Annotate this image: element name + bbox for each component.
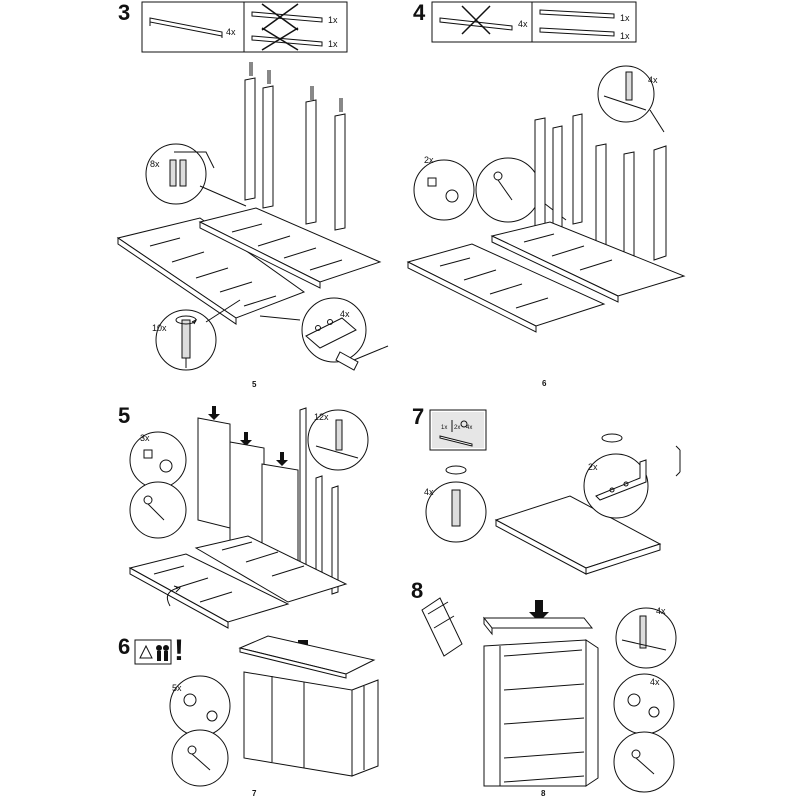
rotated-cabinet-icon [422, 598, 462, 656]
bag-qty-b: 2x [454, 425, 461, 431]
crossed-rail-part-icon [252, 12, 322, 46]
cam-bolt-callout [156, 300, 240, 370]
step-4-rail-qty-b: 1x [620, 13, 630, 23]
step-3-number: 3 [118, 0, 131, 25]
screw-callout-a [414, 160, 474, 220]
cabinet-body-step-6 [244, 672, 378, 776]
cam-bolt-callout [426, 466, 486, 542]
base-boards-step-3 [118, 208, 380, 324]
down-arrow-icon [208, 406, 288, 466]
step-6-illustration [135, 636, 378, 786]
bracket-hint [676, 446, 680, 476]
step-4-rail-qty-c: 1x [620, 31, 630, 41]
step-8-number: 8 [411, 578, 424, 603]
step-7-bracket-qty: 2x [588, 462, 598, 472]
step-3-cam-qty: 10x [152, 323, 167, 333]
step-3-rail-qty: 4x [226, 27, 236, 37]
step-6-screw-qty: 5x [172, 683, 182, 693]
warning-exclamation: ! [174, 634, 184, 667]
step-4-pin-qty: 4x [648, 75, 658, 85]
two-person-warning-icon [135, 640, 171, 664]
bag-qty-c: 4x [466, 425, 473, 431]
step-3-rail-qty-c: 1x [328, 39, 338, 49]
cross-out-icon [462, 6, 490, 34]
base-boards-step-4 [408, 222, 684, 332]
step-5-pin-qty: 12x [314, 412, 329, 422]
top-panel-step-8 [484, 618, 592, 634]
step-4-rail-qty: 4x [518, 19, 528, 29]
screw-callout-a [130, 432, 186, 488]
pin-callout [598, 66, 664, 132]
dowel-pins-top [250, 62, 342, 112]
rotate-arrow-icon [167, 586, 180, 606]
nail-callout [260, 298, 366, 362]
screw-callout-a [170, 676, 230, 736]
bottom-panel-step-7 [496, 496, 660, 574]
rotate-arrow-icon [176, 316, 196, 324]
rail-part-icon [540, 10, 614, 36]
bracket-callout [584, 434, 648, 518]
step-5-number: 5 [118, 403, 131, 428]
side-panels-step-3 [245, 78, 345, 230]
step-4-parts-box [432, 2, 636, 42]
step-5-illustration [130, 406, 368, 628]
step-4-screw-qty: 2x [424, 155, 434, 165]
top-panel-step-6 [240, 636, 374, 678]
page-number-7: 7 [252, 789, 257, 798]
board-slots-step-3 [150, 224, 342, 306]
hammer-icon [336, 346, 388, 370]
step-4-number: 4 [413, 0, 426, 25]
bag-fittings [440, 420, 472, 446]
step-8-pin-qty: 4x [656, 606, 666, 616]
base-boards-step-5 [130, 536, 346, 628]
screw-callout-b [614, 732, 674, 792]
page-number-5: 5 [252, 380, 257, 389]
step-8-screw-qty: 4x [650, 677, 660, 687]
step-7-illustration [426, 410, 680, 574]
dowel-callout [146, 144, 246, 206]
pin-callout [308, 410, 368, 470]
board-slots-step-4 [440, 234, 612, 308]
step-6-number: 6 [118, 634, 131, 659]
falling-panels-step-5 [198, 418, 298, 576]
step-7-cam-qty: 4x [424, 487, 434, 497]
screw-callout-b [172, 730, 228, 786]
cabinet-body-step-8 [484, 640, 598, 786]
page-number-8: 8 [541, 789, 546, 798]
cross-out-icon [262, 4, 298, 50]
step-8-illustration [422, 598, 676, 792]
pin-callout [616, 608, 676, 668]
step-4-illustration [408, 2, 684, 332]
step-3-rail-qty-b: 1x [328, 15, 338, 25]
rail-part-icon [150, 18, 222, 38]
step-3-illustration [118, 2, 388, 370]
bag-qty-a: 1x [441, 425, 448, 431]
step-7-number: 7 [412, 404, 425, 429]
screw-callout-a [614, 674, 674, 734]
crossed-rail-part-icon [440, 18, 512, 30]
step-5-screw-qty: 3x [140, 433, 150, 443]
page-number-6: 6 [542, 379, 547, 388]
board-slots-step-5 [154, 542, 304, 602]
screw-callout-b [130, 482, 186, 538]
step-3-nail-qty: 4x [340, 309, 350, 319]
step-3-dowel-qty: 8x [150, 159, 160, 169]
down-arrow-icon [529, 600, 549, 622]
